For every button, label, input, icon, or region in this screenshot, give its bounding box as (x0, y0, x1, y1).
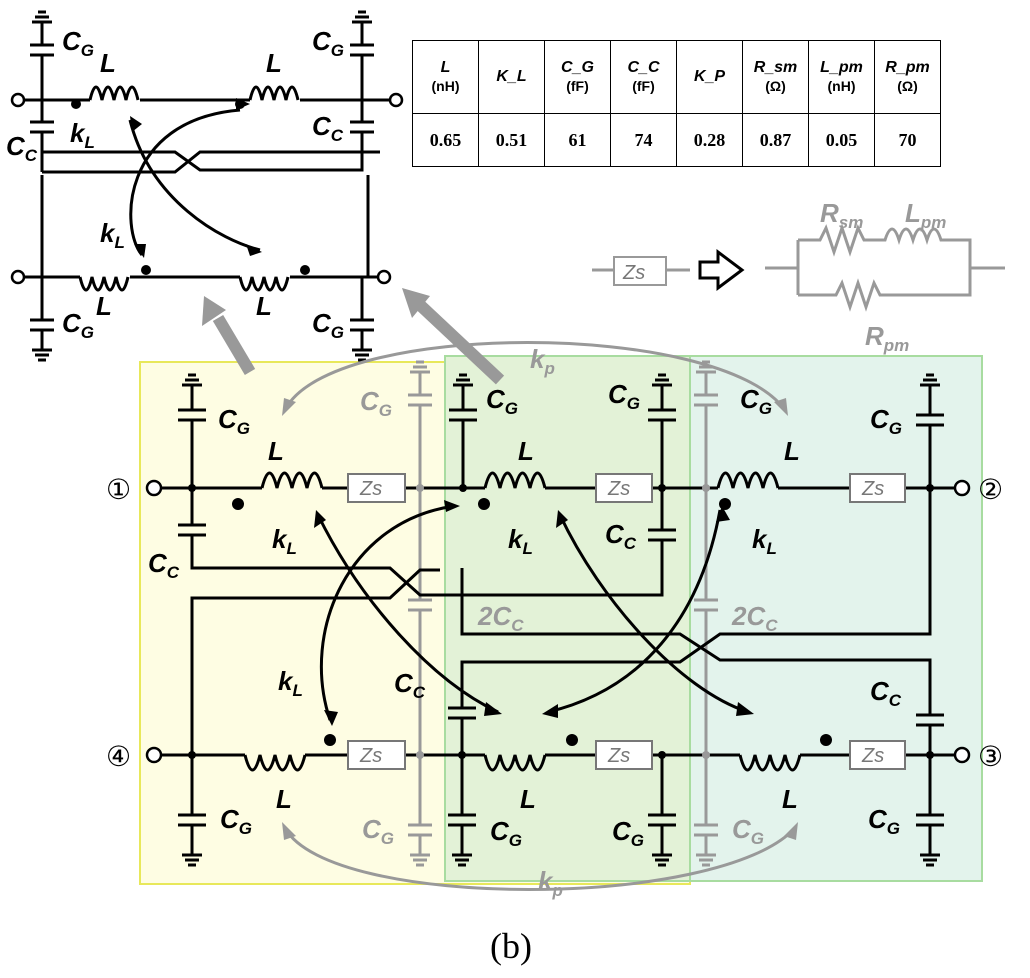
table-cell: 0.51 (478, 113, 545, 167)
label-zs-4: Zs (359, 745, 382, 767)
table-cell: 0.87 (742, 113, 809, 167)
label-l-top-right: L (266, 48, 282, 78)
label-cg-4: CG (740, 384, 772, 418)
label-zs-6: Zs (861, 745, 884, 767)
table-header-cell: K_P (676, 40, 743, 114)
label-kl-top: kL (70, 118, 95, 152)
label-rpm: Rpm (865, 321, 909, 355)
label-kl-2: kL (508, 524, 533, 558)
label-zs-3: Zs (861, 478, 884, 500)
label-zs-1: Zs (359, 478, 382, 500)
region-green (444, 355, 691, 882)
region-teal (689, 355, 983, 882)
label-kl-3: kL (752, 524, 777, 558)
table-header-cell: L_pm(nH) (808, 40, 875, 114)
label-l-bot-right: L (256, 291, 272, 321)
label-l-bot-left: L (96, 291, 112, 321)
main-circuit (145, 341, 971, 891)
table-header-cell: R_pm(Ω) (874, 40, 941, 114)
label-cg-5: CG (870, 404, 902, 438)
table-cell: 0.28 (676, 113, 743, 167)
label-cc-3: CC (394, 668, 426, 702)
port-1: ① (106, 473, 131, 506)
label-zs-2: Zs (607, 478, 630, 500)
port-2: ② (978, 473, 1003, 506)
label-zs-legend: Zs (622, 262, 645, 284)
label-l-4: L (276, 784, 292, 814)
table-header-cell: L(nH) (412, 40, 479, 114)
label-2cc-2: 2CC (731, 601, 778, 635)
label-kp-top: kp (530, 344, 555, 378)
label-cc-4: CC (870, 676, 902, 710)
table-value-row: 0.65 0.51 61 74 0.28 0.87 0.05 70 (412, 113, 941, 167)
label-l-1: L (268, 436, 284, 466)
label-cg-br: CG (312, 308, 344, 342)
table-header-row: L(nH) K_L C_G(fF) C_C(fF) K_P R_sm(Ω) L_… (412, 40, 941, 114)
label-cg-gray-2: CG (362, 814, 394, 848)
label-cg-gray-3: CG (732, 814, 764, 848)
table-cell: 70 (874, 113, 941, 167)
label-cg-2: CG (486, 384, 518, 418)
label-l-3: L (784, 436, 800, 466)
label-l-2: L (518, 436, 534, 466)
label-kl-1: kL (272, 524, 297, 558)
label-cg-tl: CG (62, 26, 94, 60)
table-cell: 0.65 (412, 113, 479, 167)
parameter-table: L(nH) K_L C_G(fF) C_C(fF) K_P R_sm(Ω) L_… (412, 40, 941, 167)
label-cg-3: CG (608, 379, 640, 413)
label-cg-tr: CG (312, 26, 344, 60)
label-l-top-left: L (100, 48, 116, 78)
label-cg-7: CG (490, 816, 522, 850)
label-l-5: L (520, 784, 536, 814)
label-rsm: Rsm (820, 198, 863, 232)
label-lpm: Lpm (905, 198, 946, 232)
label-cg-9: CG (868, 804, 900, 838)
table-cell: 74 (610, 113, 677, 167)
label-cg-1: CG (218, 404, 250, 438)
table-cell: 0.05 (808, 113, 875, 167)
zs-equivalent (592, 223, 1005, 312)
label-cg-bl: CG (62, 308, 94, 342)
label-cg-6: CG (220, 804, 252, 838)
label-kl-4: kL (278, 666, 303, 700)
table-header-cell: C_C(fF) (610, 40, 677, 114)
label-2cc-1: 2CC (477, 601, 524, 635)
label-kp-bottom: kp (538, 866, 563, 900)
unit-cell-schematic (10, 10, 404, 362)
label-l-6: L (782, 784, 798, 814)
label-kl-mid: kL (100, 218, 125, 252)
label-zs-5: Zs (607, 745, 630, 767)
port-4: ④ (106, 740, 131, 773)
label-cc-tl: CC (6, 131, 38, 165)
table-header-cell: K_L (478, 40, 545, 114)
port-3: ③ (978, 740, 1003, 773)
label-cg-8: CG (612, 816, 644, 850)
label-cc-tr: CC (312, 111, 344, 145)
table-header-cell: R_sm(Ω) (742, 40, 809, 114)
label-cc-1: CC (605, 519, 637, 553)
figure-caption: (b) (490, 926, 532, 966)
label-cc-2: CC (148, 548, 180, 582)
table-cell: 61 (544, 113, 611, 167)
table-header-cell: C_G(fF) (544, 40, 611, 114)
label-cg-gray-1: CG (360, 386, 392, 420)
